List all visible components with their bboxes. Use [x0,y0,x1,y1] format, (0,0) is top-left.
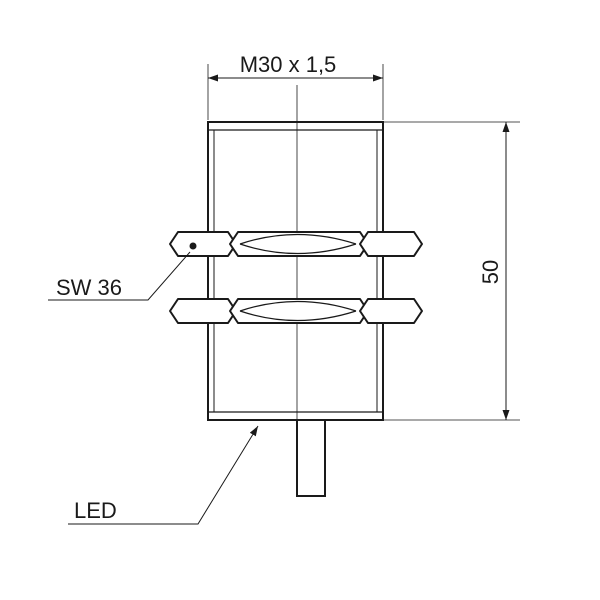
wrench-size-leader [48,251,191,301]
sensor-body [207,121,384,421]
thread-dimension-label: M30 x 1,5 [240,52,337,77]
length-dimension-label: 50 [478,260,503,284]
led-leader [68,425,259,525]
cable [296,419,326,497]
length-dimension [383,121,520,421]
led-indicator-dot [189,242,197,250]
lower-nut [169,298,423,324]
thread-dimension [207,64,384,120]
wrench-size-label: SW 36 [56,275,122,300]
led-label: LED [74,498,117,523]
upper-nut [169,231,423,257]
